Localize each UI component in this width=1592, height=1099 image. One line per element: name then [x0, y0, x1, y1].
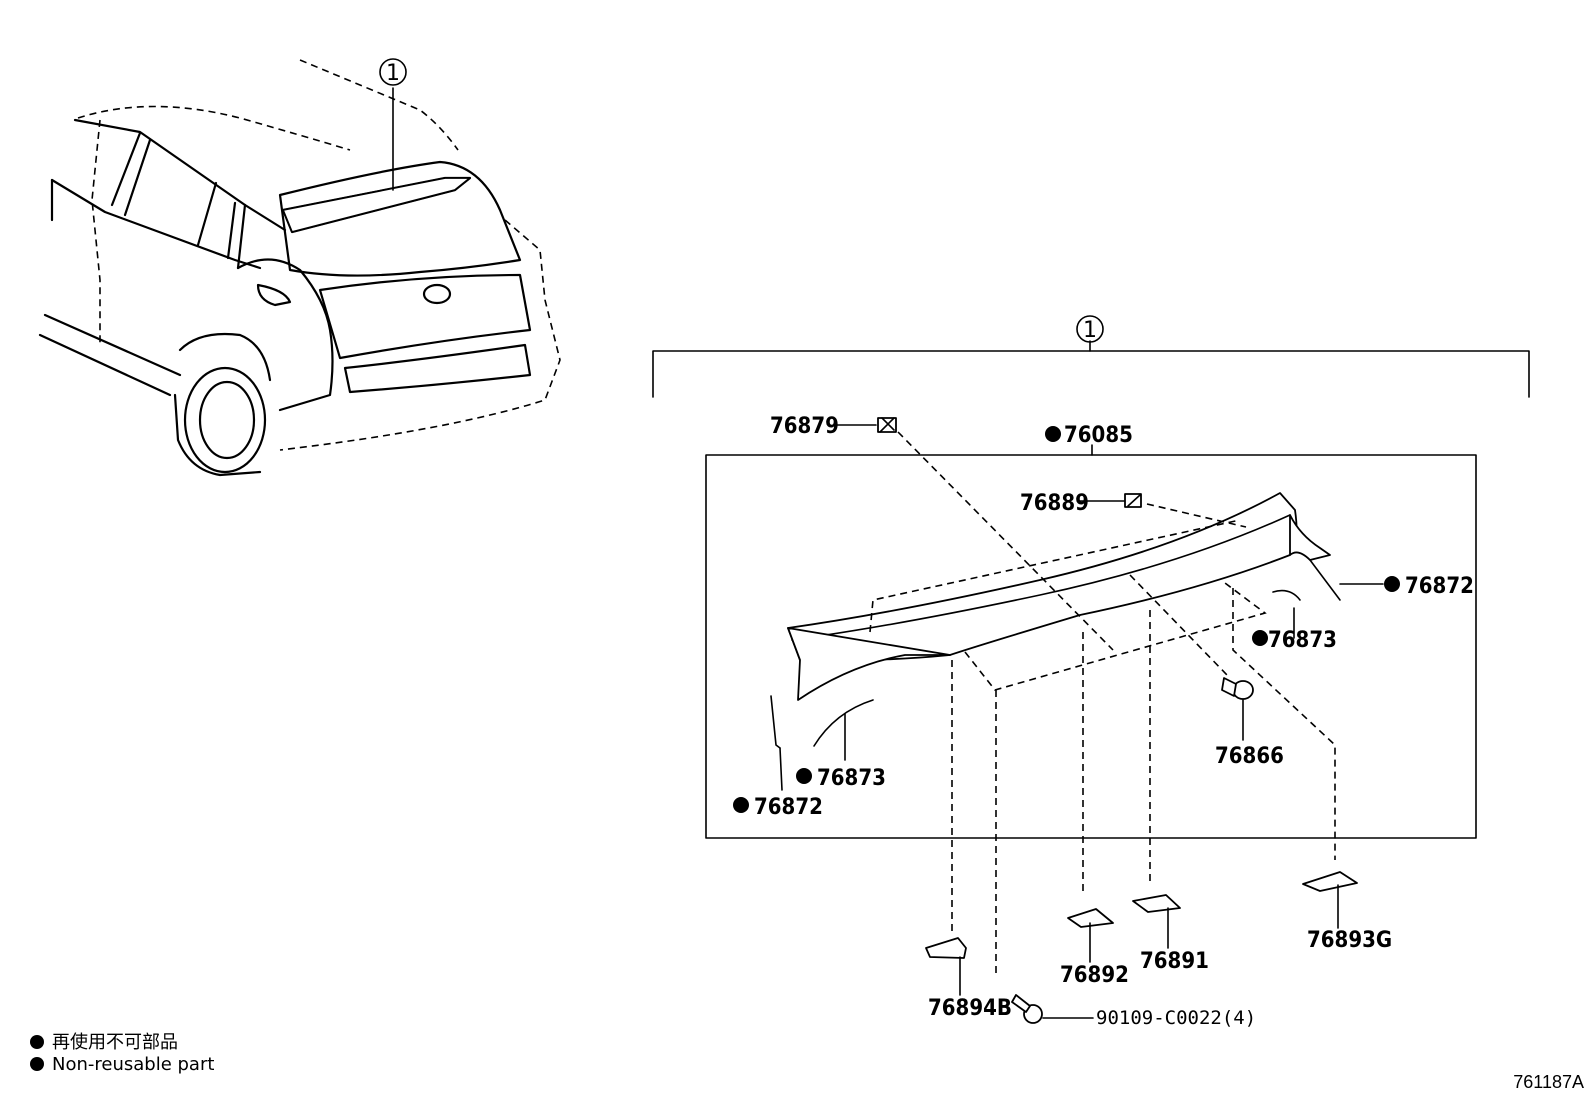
weatherstrip-right-76872: [1309, 559, 1341, 601]
label-90109[interactable]: 90109-C0022(4): [1096, 1007, 1256, 1029]
subassembly-box: [705, 454, 1477, 839]
label-76889[interactable]: 76889: [1020, 491, 1089, 516]
nonreusable-dot: [1252, 630, 1268, 646]
bracket-76891: [1132, 894, 1181, 913]
label-76879[interactable]: 76879: [770, 414, 839, 439]
label-76872-left[interactable]: 76872: [754, 795, 823, 820]
label-76866[interactable]: 76866: [1215, 744, 1284, 769]
weatherstrip-left-76872: [770, 695, 781, 749]
nonreusable-dot: [733, 797, 749, 813]
rear-spoiler: [787, 492, 1331, 701]
label-76872-right[interactable]: 76872: [1405, 574, 1474, 599]
label-76893g[interactable]: 76893G: [1307, 928, 1392, 953]
label-76891[interactable]: 76891: [1140, 949, 1209, 974]
nonreusable-dot: [796, 768, 812, 784]
callout-1-assembly: 1: [1083, 318, 1097, 343]
bracket-76894b: [925, 937, 967, 959]
assembly-bracket: 1: [652, 315, 1530, 398]
nonreusable-dot: [1384, 576, 1400, 592]
legend-en: Non-reusable part: [30, 1054, 214, 1075]
legend-jp: 再使用不可部品: [30, 1028, 178, 1054]
label-76085[interactable]: 76085: [1064, 423, 1133, 448]
weatherstrip-left-76873: [813, 699, 874, 747]
bullet-icon: [30, 1057, 44, 1071]
nonreusable-dot: [1045, 426, 1061, 442]
label-76873-left[interactable]: 76873: [817, 766, 886, 791]
bullet-icon: [30, 1035, 44, 1049]
diagram-reference: 761187A: [1513, 1072, 1584, 1092]
clip-76879: [877, 417, 897, 433]
weatherstrip-right-76873: [1272, 589, 1301, 601]
label-76873-right[interactable]: 76873: [1268, 628, 1337, 653]
legend-en-text: Non-reusable part: [52, 1054, 215, 1075]
clip-76889: [1124, 493, 1142, 508]
grommet-76866: [1221, 677, 1254, 700]
bracket-76892: [1067, 908, 1114, 928]
legend-jp-text: 再使用不可部品: [52, 1032, 178, 1053]
label-76894b[interactable]: 76894B: [928, 996, 1012, 1021]
vehicle-overview: 1: [38, 58, 561, 477]
bracket-76893g: [1302, 871, 1358, 892]
bolt-90109: [1011, 994, 1043, 1024]
callout-1-top: 1: [386, 61, 400, 86]
label-76892[interactable]: 76892: [1060, 963, 1129, 988]
